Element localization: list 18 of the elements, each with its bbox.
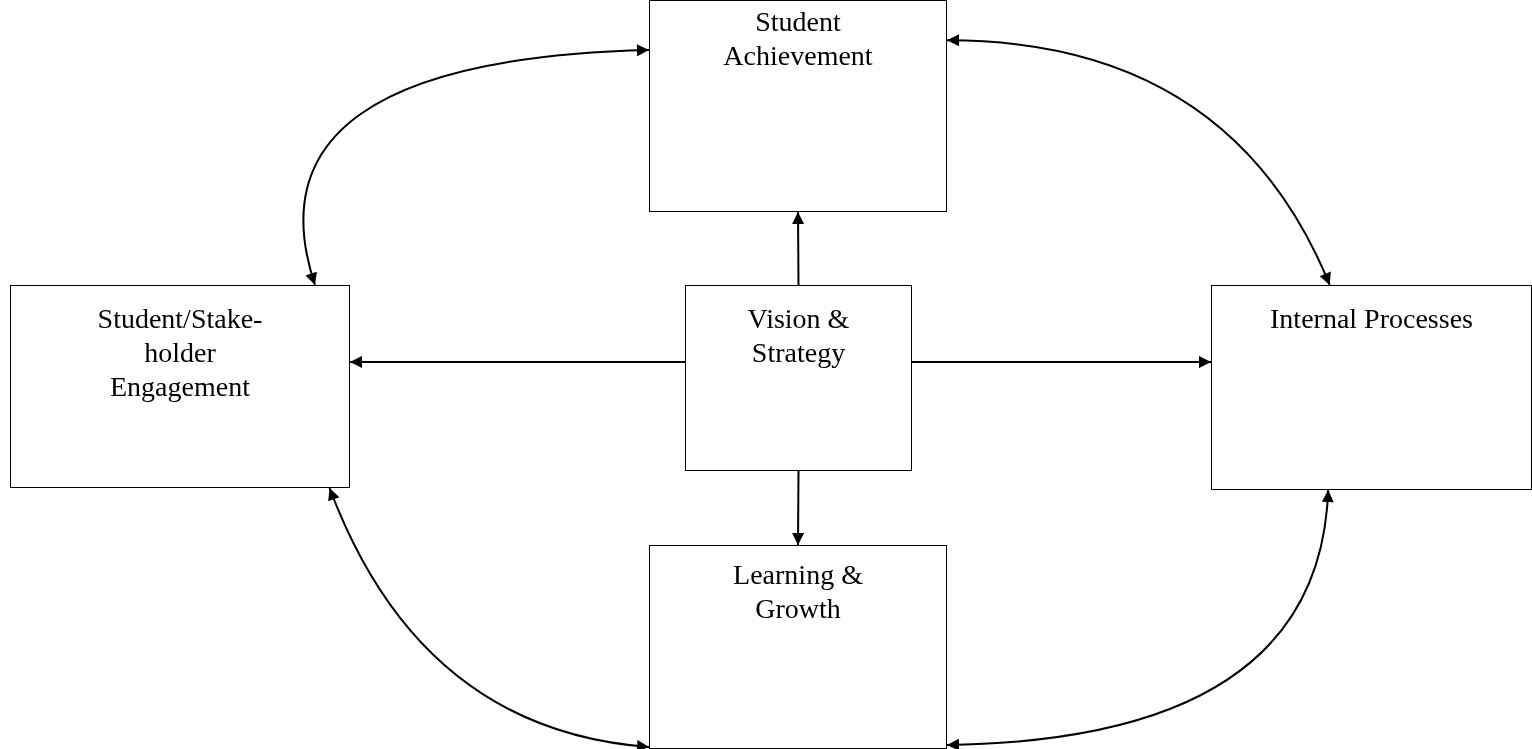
- process-box: [1211, 285, 1532, 490]
- box-label: Student Achievement: [722, 5, 874, 73]
- box-label: Internal Processes: [1270, 302, 1473, 336]
- arrow: [349, 355, 686, 368]
- box-label: Learning & Growth: [732, 558, 864, 626]
- process-box: [649, 545, 947, 749]
- box-label: Vision & Strategy: [746, 302, 851, 370]
- arrow: [328, 487, 650, 749]
- arrow: [302, 44, 650, 286]
- process-box: [649, 0, 947, 212]
- arrow: [792, 470, 805, 546]
- arrow: [946, 489, 1333, 749]
- arrow: [946, 34, 1331, 286]
- box-label: Student/Stake- holder Engagement: [96, 302, 264, 404]
- arrow: [911, 356, 1212, 369]
- process-box: [685, 285, 912, 471]
- process-box: [10, 285, 350, 488]
- arrow: [792, 211, 805, 286]
